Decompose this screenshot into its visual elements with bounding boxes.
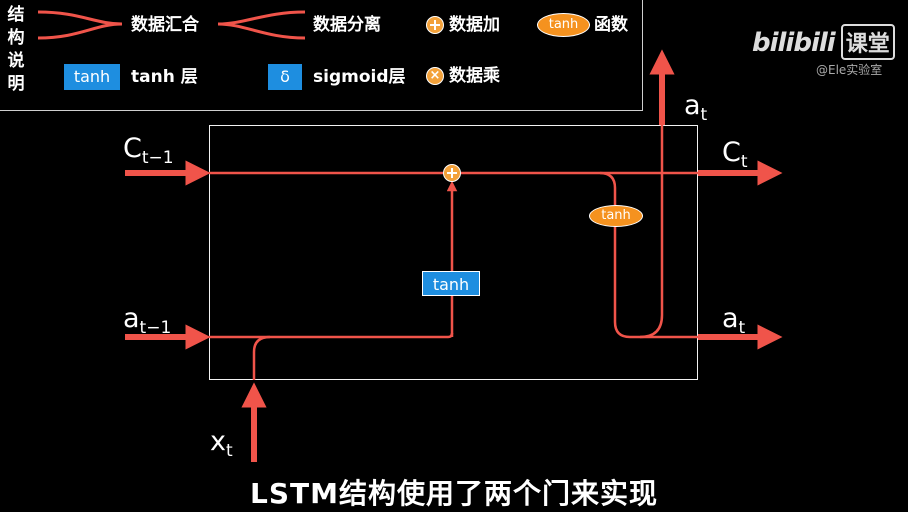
legend-split-label: 数据分离	[313, 15, 381, 35]
add-node-icon	[443, 164, 461, 182]
legend-sigmoid-label: sigmoid层	[313, 67, 406, 87]
legend-multiply-label: 数据乘	[449, 66, 500, 86]
split-icon	[217, 10, 306, 40]
a-prev-line	[209, 332, 454, 339]
a-out-right-label: at	[722, 303, 746, 338]
watermark: @Ele实验室	[816, 63, 883, 77]
x-in-label: xt	[210, 426, 233, 461]
brand-room-badge: 课堂	[840, 24, 895, 60]
legend-add-label: 数据加	[449, 15, 500, 35]
c-prev-label: Ct−1	[123, 133, 174, 168]
tanh-to-output-line	[613, 226, 698, 339]
legend-tanh-func-oval: tanh	[537, 13, 590, 37]
legend-tanh-layer-label: tanh 层	[131, 67, 198, 87]
split-down-curve	[599, 171, 617, 205]
legend-lines	[37, 10, 306, 40]
bilibili-logo: bilibili	[752, 28, 836, 58]
legend-tanh-func-label: 函数	[594, 15, 628, 35]
multiply-icon: ×	[426, 67, 444, 85]
add-icon	[426, 16, 444, 34]
c-out-label: Ct	[722, 137, 748, 172]
x-merge-curve	[252, 335, 271, 380]
a-up-curve	[639, 125, 664, 339]
a-prev-label: at−1	[123, 303, 172, 338]
legend-title: 结 构 说 明	[7, 5, 25, 94]
legend-tanh-layer-box: tanh	[64, 64, 120, 90]
lstm-cell-box	[209, 125, 698, 380]
tanh-layer-box: tanh	[422, 271, 480, 296]
legend-panel: 结 构 说 明 数据汇合 数据分离 数据加 tanh 函数 tanh tanh …	[0, 0, 643, 111]
tanh-func-oval: tanh	[589, 205, 643, 227]
legend-merge-label: 数据汇合	[131, 15, 199, 35]
merge-icon	[37, 10, 123, 40]
a-out-top-label: at	[684, 90, 708, 125]
subtitle-caption: LSTM结构使用了两个门来实现	[250, 477, 658, 510]
legend-sigmoid-box: δ	[268, 64, 302, 90]
